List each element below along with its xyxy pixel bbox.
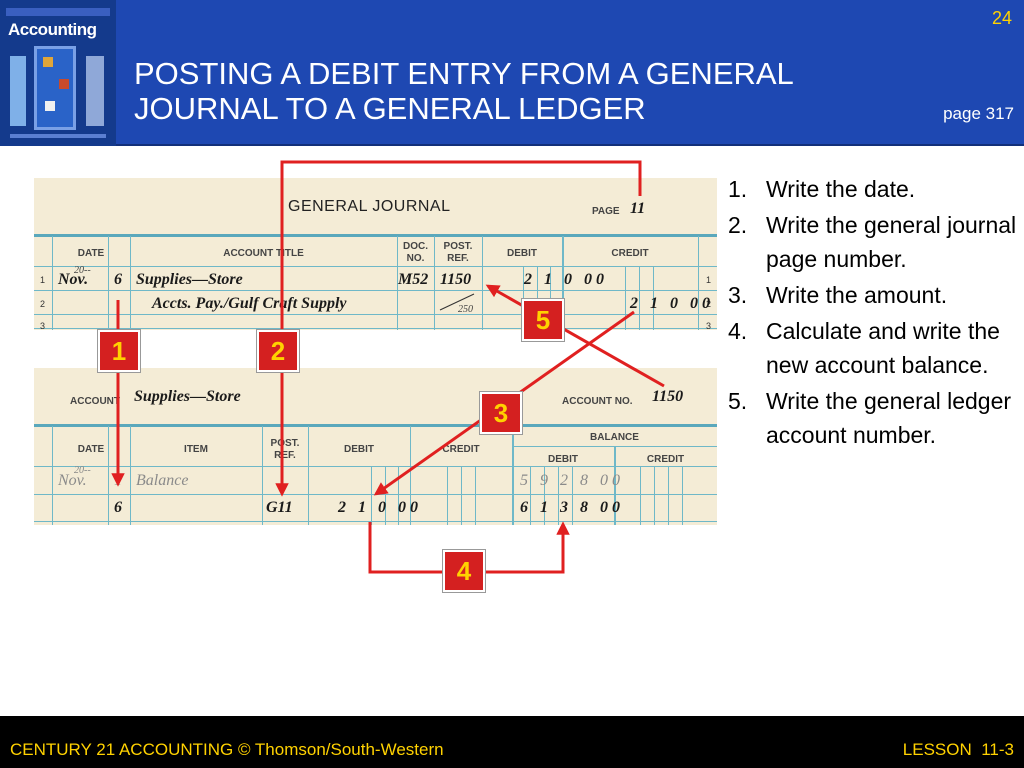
textbook-cover-image: Accounting	[0, 0, 116, 146]
entry-doc-no: M52	[398, 271, 429, 288]
cover-decoration	[10, 134, 106, 138]
step-number: 4.	[728, 318, 748, 344]
column-header-post-ref: REF.	[447, 253, 469, 264]
step-number: 2.	[728, 212, 748, 238]
cover-door-illustration	[34, 46, 76, 130]
entry-item: Balance	[136, 472, 189, 489]
footer-copyright: CENTURY 21 ACCOUNTING © Thomson/South-We…	[10, 740, 444, 759]
list-item: 4. Calculate and write the new account ba…	[728, 314, 1018, 382]
slide-number: 24	[991, 8, 1012, 28]
column-header-post-ref: POST.	[270, 438, 300, 449]
ledger-account-label: ACCOUNT	[70, 396, 120, 407]
list-item: 5. Write the general ledger account numbe…	[728, 384, 1018, 452]
cover-decoration	[10, 56, 26, 126]
callout-badge-1: 1	[97, 329, 141, 373]
row-number: 3	[40, 321, 46, 330]
column-header-credit: CREDIT	[442, 444, 480, 455]
cover-brand: Accounting	[8, 20, 97, 39]
callout-badge-2: 2	[256, 329, 300, 373]
column-header-debit: DEBIT	[344, 444, 374, 455]
column-header-doc-no: NO.	[406, 253, 425, 264]
list-item: 3. Write the amount.	[728, 278, 1018, 312]
lesson-label: LESSON	[902, 740, 972, 759]
slide-title-line: POSTING A DEBIT ENTRY FROM A GENERAL	[134, 56, 794, 91]
slide-title: POSTING A DEBIT ENTRY FROM A GENERAL JOU…	[134, 56, 894, 126]
callout-badge-5: 5	[521, 298, 565, 342]
slide-footer: CENTURY 21 ACCOUNTING © Thomson/South-We…	[0, 716, 1024, 768]
step-number: 3.	[728, 282, 748, 308]
column-header-debit: DEBIT	[507, 248, 537, 259]
entry-day: 6	[114, 271, 122, 288]
general-ledger-form: ACCOUNT Supplies—Store ACCOUNT NO. 1150 …	[34, 368, 717, 525]
row-number: 1	[40, 275, 46, 285]
slide-title-line: JOURNAL TO A GENERAL LEDGER	[134, 91, 646, 127]
column-header-post-ref: REF.	[274, 450, 296, 461]
entry-day: 6	[114, 499, 122, 516]
lesson-number: 11-3	[981, 740, 1014, 759]
journal-page-label: PAGE	[592, 206, 620, 217]
entry-year: 20--	[74, 265, 91, 276]
entry-balance-debit: 6 1 3 8 00	[520, 499, 624, 516]
row-number: 1	[706, 275, 712, 285]
entry-account-title: Supplies—Store	[136, 271, 243, 288]
entry-day: 1	[114, 472, 122, 489]
row-number: 2	[40, 299, 46, 309]
callout-badge-4: 4	[442, 549, 486, 593]
post-ref-diagonal	[439, 293, 475, 311]
column-header-balance-debit: DEBIT	[548, 454, 578, 465]
page-reference: page 317	[943, 104, 1014, 123]
general-journal-form: GENERAL JOURNAL PAGE 11 DATE ACCOUNT TIT…	[34, 178, 717, 330]
slide-header: Accounting 24 POSTING A DEBIT ENTRY FROM…	[0, 0, 1024, 146]
column-header-balance-credit: CREDIT	[646, 454, 685, 465]
entry-post-ref: 1150	[440, 271, 472, 288]
cover-decoration	[86, 56, 104, 126]
column-header-credit: CREDIT	[611, 248, 649, 259]
steps-list: 1. Write the date. 2. Write the general jo…	[728, 172, 1018, 454]
column-header-account-title: ACCOUNT TITLE	[223, 248, 304, 259]
step-text: Write the general journal page number.	[766, 212, 1017, 272]
entry-credit-amount: 2 1 0 00	[630, 295, 714, 312]
column-header-date: DATE	[77, 248, 105, 259]
step-text: Write the amount.	[766, 282, 948, 308]
column-header-item: ITEM	[184, 444, 208, 455]
step-text: Calculate and write the new account bala…	[766, 318, 1000, 378]
entry-month: Nov.	[58, 271, 89, 288]
journal-heading: GENERAL JOURNAL	[288, 198, 451, 215]
entry-month: Nov.	[58, 472, 87, 489]
entry-balance-debit: 5 9 2 8 00	[520, 472, 624, 489]
row-number: 3	[706, 321, 712, 330]
step-text: Write the general ledger account number.	[766, 388, 1012, 448]
list-item: 2. Write the general journal page number.	[728, 208, 1018, 276]
entry-debit-amount: 2 1 0 00	[338, 499, 422, 516]
list-item: 1. Write the date.	[728, 172, 1018, 206]
footer-lesson: LESSON 11-3	[903, 740, 1014, 760]
step-number: 1.	[728, 176, 748, 202]
column-header-balance: BALANCE	[590, 432, 639, 443]
ledger-account-name: Supplies—Store	[134, 388, 241, 405]
journal-page-value: 11	[630, 200, 646, 217]
column-header-post-ref: POST.	[443, 241, 473, 252]
column-header-doc-no: DOC.	[403, 241, 428, 252]
step-number: 5.	[728, 388, 748, 414]
step-text: Write the date.	[766, 176, 916, 202]
entry-year: 20--	[74, 465, 91, 476]
entry-post-ref: G11	[266, 499, 293, 516]
ledger-account-no-label: ACCOUNT NO.	[562, 396, 633, 407]
entry-account-title: Accts. Pay./Gulf Craft Supply	[152, 295, 347, 312]
cover-band	[6, 8, 110, 16]
row-number: 2	[706, 299, 712, 309]
callout-badge-3: 3	[479, 391, 523, 435]
entry-debit-amount: 2 1 0 00	[524, 271, 608, 288]
column-header-date: DATE	[77, 444, 105, 455]
ledger-account-no: 1150	[652, 388, 684, 405]
